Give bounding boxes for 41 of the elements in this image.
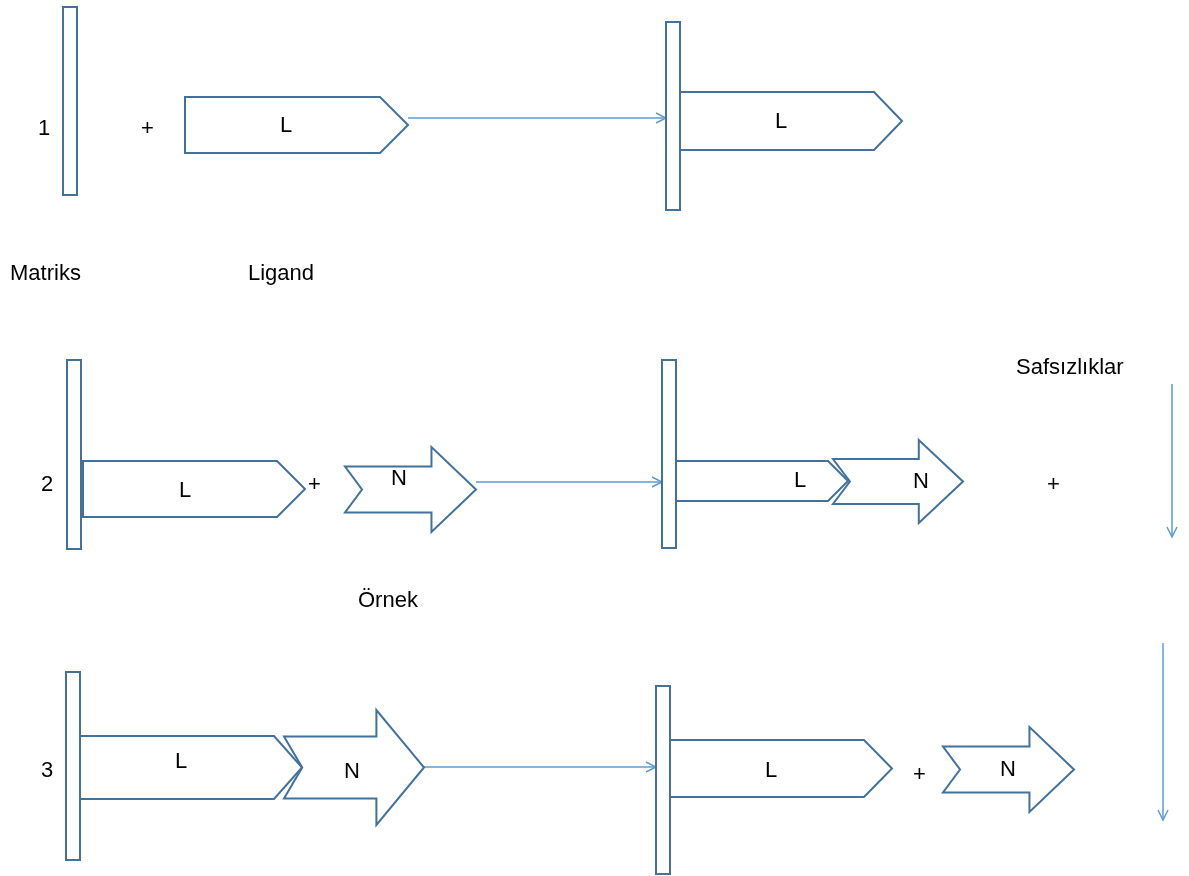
shape-label: N bbox=[913, 470, 929, 492]
matrix-bar bbox=[666, 22, 680, 210]
ligand-shape bbox=[670, 740, 892, 797]
caption-label: Matriks bbox=[10, 262, 81, 284]
shape-label: N bbox=[1000, 758, 1016, 780]
step-label: 3 bbox=[41, 759, 54, 781]
arrow bbox=[475, 476, 663, 488]
step-label: + bbox=[141, 117, 154, 139]
arrow bbox=[407, 112, 667, 124]
ligand-shape bbox=[83, 461, 305, 517]
step-label: 1 bbox=[38, 117, 51, 139]
shape-label: L bbox=[179, 479, 192, 501]
shape-label: N bbox=[344, 760, 360, 782]
matrix-bar bbox=[66, 672, 80, 860]
ligand-shape bbox=[680, 92, 902, 150]
step-label: + bbox=[1047, 473, 1060, 495]
shape-label: N bbox=[391, 467, 407, 489]
ligand-shape bbox=[80, 736, 302, 799]
shape-label: L bbox=[765, 759, 778, 781]
matrix-bar bbox=[67, 360, 81, 549]
ligand-shape bbox=[185, 97, 408, 153]
step-label: + bbox=[308, 473, 321, 495]
matrix-bar bbox=[656, 686, 670, 874]
matrix-bar bbox=[662, 360, 676, 548]
sample-arrow-shape bbox=[833, 440, 963, 523]
shape-label: Safsızlıklar bbox=[1016, 356, 1124, 378]
sample-arrow-shape bbox=[284, 710, 424, 825]
arrow bbox=[1166, 383, 1178, 538]
matrix-bar bbox=[63, 7, 77, 195]
caption-label: Ligand bbox=[248, 262, 315, 284]
shape-label: L bbox=[775, 110, 788, 132]
caption-label: Örnek bbox=[358, 589, 418, 611]
shape-label: L bbox=[280, 114, 293, 136]
step-label: + bbox=[913, 763, 926, 785]
step-label: 2 bbox=[41, 473, 54, 495]
arrow bbox=[423, 761, 657, 773]
shape-label: L bbox=[175, 750, 188, 772]
sample-arrow-shape bbox=[943, 727, 1074, 812]
ligand-shape bbox=[676, 461, 848, 501]
sample-arrow-shape bbox=[345, 447, 476, 532]
shape-label: L bbox=[794, 469, 807, 491]
